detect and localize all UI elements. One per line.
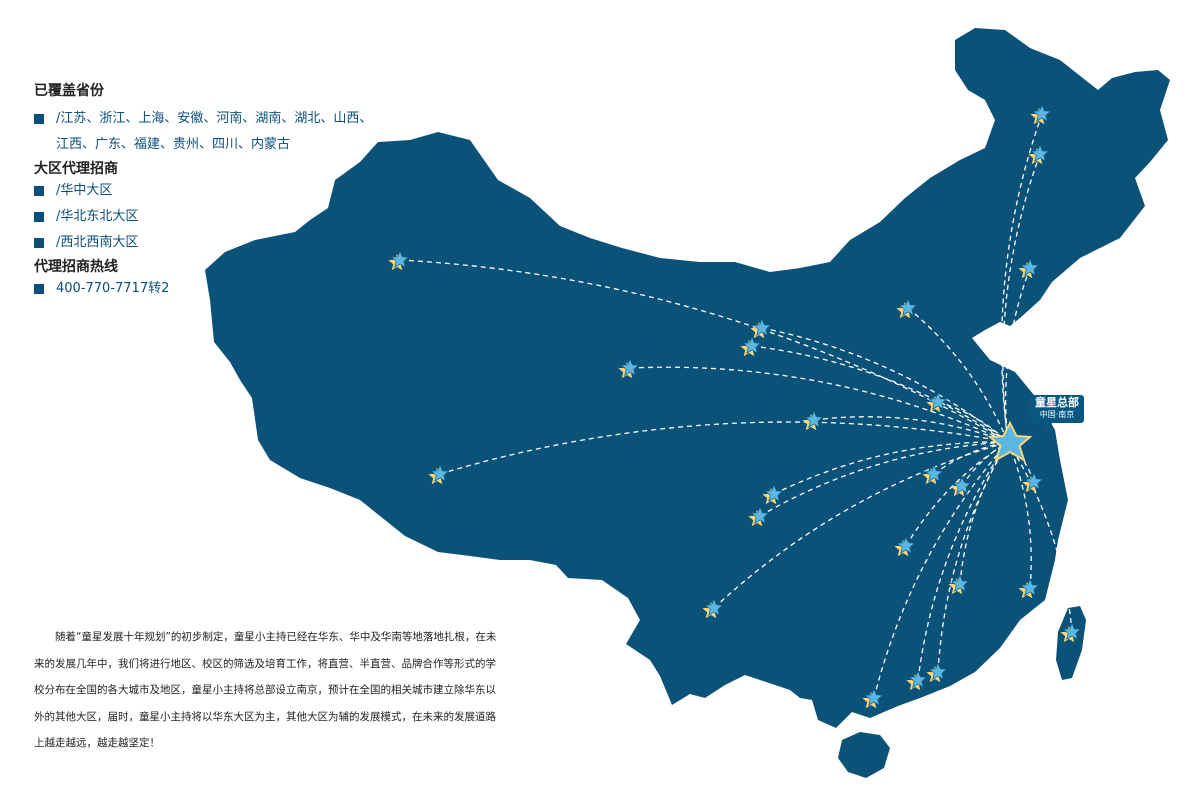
city-star-icon [390, 250, 410, 268]
city-star-icon [896, 536, 916, 554]
hotline-item: 400-770-7717转2 [34, 276, 434, 302]
city-star-icon [750, 506, 770, 524]
description-paragraph: 随着“童星发展十年规划”的初步制定，童星小主持已经在华东、华中及华南等地落地扎根… [34, 631, 497, 749]
route-line [1005, 267, 1031, 443]
city-star-icon [764, 484, 784, 502]
city-star-icon [908, 670, 928, 688]
city-star-icon [898, 298, 918, 316]
route-line [917, 441, 1009, 681]
info-panel: 已覆盖省份 /江苏、浙江、上海、安徽、河南、湖南、湖北、山西、 江西、广东、福建… [34, 80, 434, 302]
city-star-icon [742, 336, 762, 354]
route-line [1007, 441, 1032, 589]
route-line [439, 421, 1009, 475]
regional-agent-item: /华中大区 [34, 178, 434, 204]
route-line [873, 441, 1009, 699]
city-star-icon [704, 598, 724, 616]
route-line [907, 307, 1009, 443]
route-line [905, 441, 1009, 547]
route-line [1007, 441, 1073, 633]
bullet-square-icon [34, 238, 44, 248]
regional-agent-label: /华中大区 [56, 183, 113, 198]
route-line [399, 259, 1009, 443]
regional-agents-title: 大区代理招商 [34, 161, 118, 177]
city-star-icon [928, 662, 948, 680]
city-star-icon [950, 574, 970, 592]
city-star-icon [1020, 258, 1040, 276]
nanjing-hq-star [987, 420, 1033, 463]
route-line [813, 416, 1009, 443]
regional-agent-label: /华北东北大区 [56, 209, 139, 224]
route-line [1002, 153, 1041, 443]
china-landmass [205, 28, 1170, 778]
headquarters-label: 童星总部 中国·南京 [1030, 395, 1084, 431]
city-star-icon [1024, 472, 1044, 490]
route-line [1001, 113, 1043, 443]
hotline-number: 400-770-7717转2 [56, 281, 170, 296]
city-star-icon [924, 464, 944, 482]
city-star-icon [1020, 578, 1040, 596]
city-star-icon [1032, 104, 1052, 122]
city-star-icon [430, 464, 450, 482]
regional-agent-item: /西北西南大区 [34, 230, 434, 256]
city-star-icon [1062, 622, 1082, 640]
route-line [713, 441, 1009, 609]
bullet-square-icon [34, 212, 44, 222]
route-line [629, 366, 1009, 443]
coverage-provinces-line2: 江西、广东、福建、贵州、四川、内蒙古 [56, 137, 291, 152]
bullet-square-icon [34, 114, 44, 124]
regional-agent-label: /西北西南大区 [56, 235, 139, 250]
city-markers [388, 104, 1082, 709]
mainland-china [205, 28, 1170, 728]
city-star-icon [952, 476, 972, 494]
hotline-title: 代理招商热线 [34, 259, 118, 275]
route-line [773, 441, 1009, 495]
route-line [751, 345, 1009, 443]
regional-agent-item: /华北东北大区 [34, 204, 434, 230]
city-star-icon [928, 392, 948, 410]
taiwan-island [1056, 606, 1086, 680]
hainan-island [838, 732, 890, 778]
route-line [937, 441, 1009, 673]
hq-marker [987, 420, 1033, 463]
route-line [759, 441, 1009, 517]
city-star-icon [1030, 144, 1050, 162]
city-star-icon [620, 358, 640, 376]
hq-subtitle: 中国·南京 [1039, 410, 1075, 419]
hq-title: 童星总部 [1035, 396, 1079, 409]
city-star-icon [864, 688, 884, 706]
bullet-square-icon [34, 186, 44, 196]
coverage-provinces-line1: /江苏、浙江、上海、安徽、河南、湖南、湖北、山西、 [56, 111, 373, 126]
city-star-icon [752, 318, 772, 336]
route-line [959, 441, 1009, 585]
hq-label-pointer [1042, 423, 1052, 431]
city-star-icon [804, 410, 824, 428]
coverage-title: 已覆盖省份 [34, 83, 104, 99]
bullet-square-icon [34, 284, 44, 294]
coverage-provinces: /江苏、浙江、上海、安徽、河南、湖南、湖北、山西、 江西、广东、福建、贵州、四川… [34, 106, 428, 158]
